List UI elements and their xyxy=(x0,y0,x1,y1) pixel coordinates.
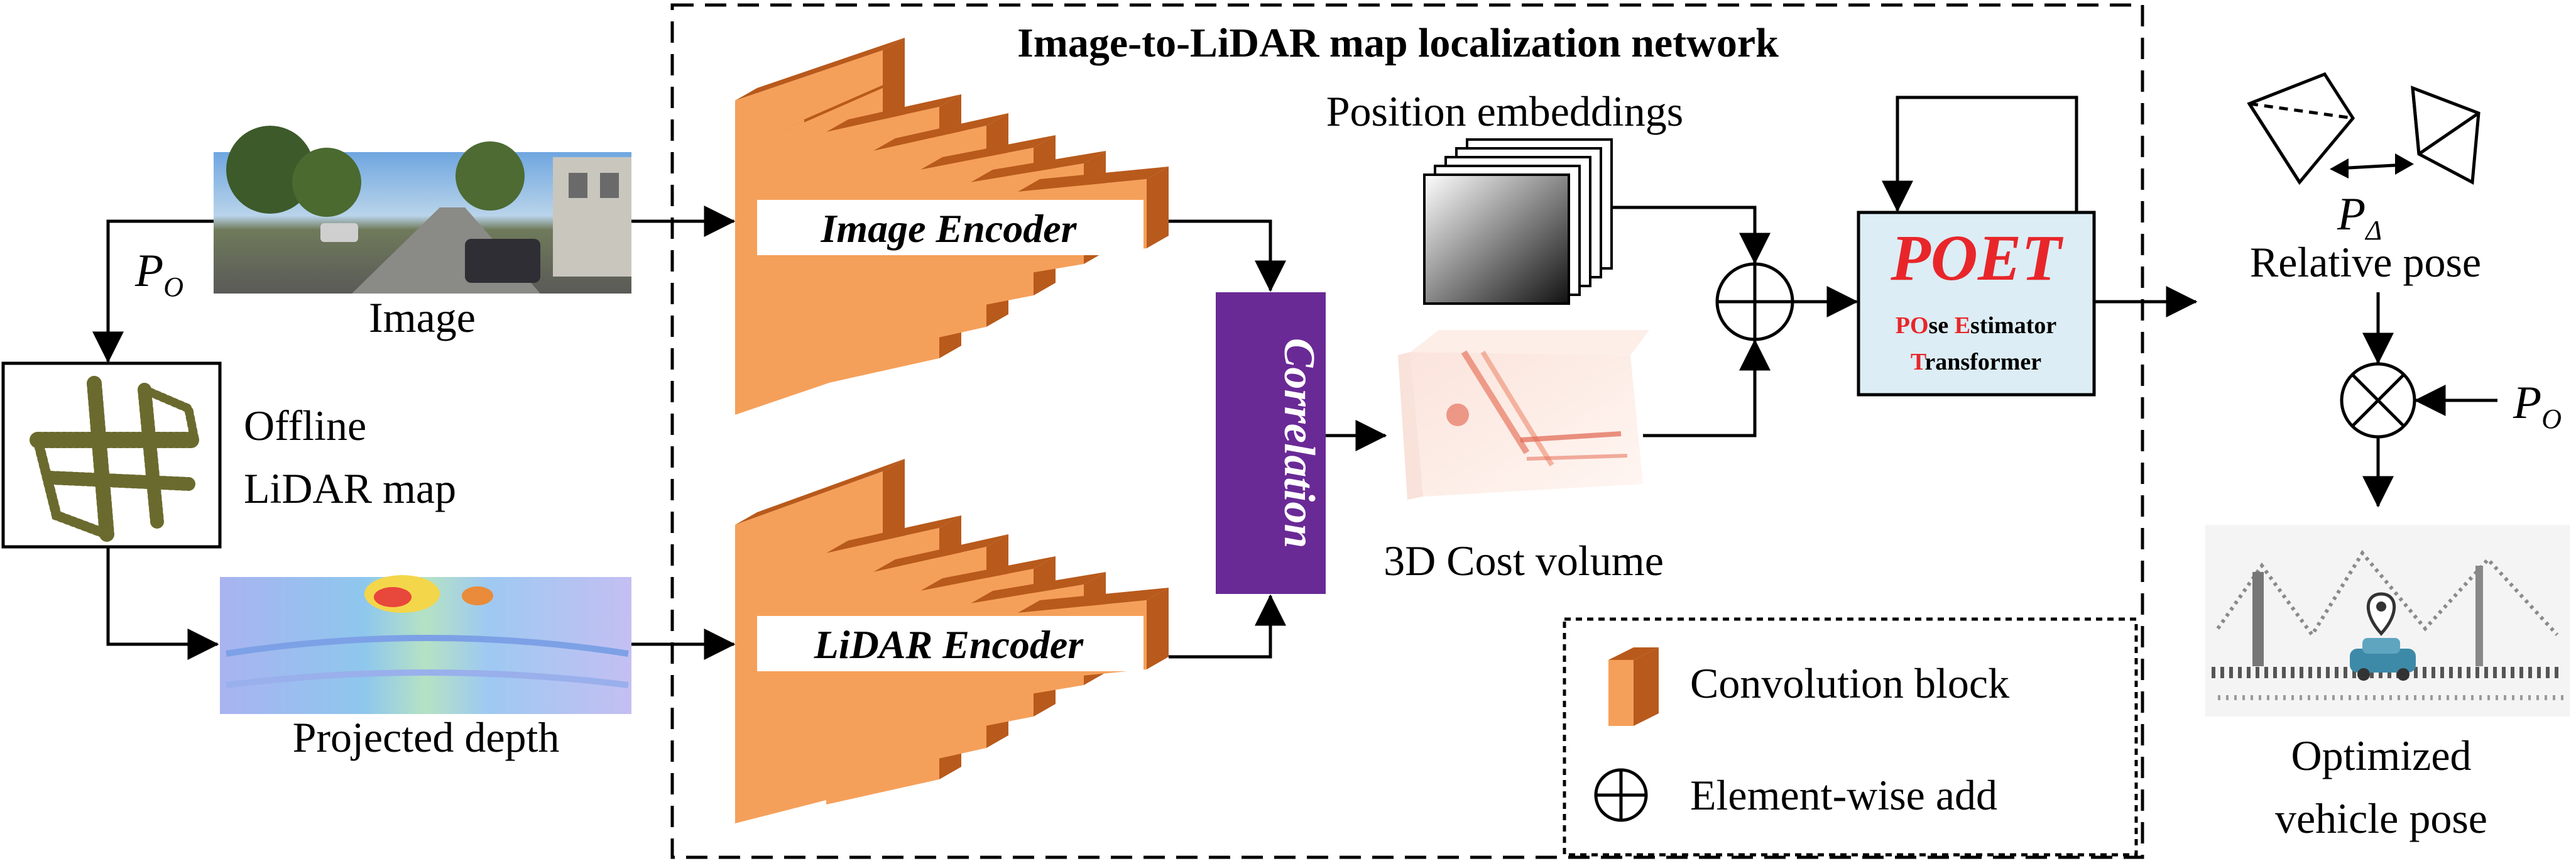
optimized-pose-label-line2: vehicle pose xyxy=(2275,794,2487,842)
cost-volume-label: 3D Cost volume xyxy=(1384,537,1664,585)
arrow-image-encoder-to-correlation xyxy=(1169,219,1286,292)
arrow-cost-volume-to-add xyxy=(1643,339,1771,437)
network-title: Image-to-LiDAR map localization network xyxy=(1017,20,1779,66)
arrow-image-to-map xyxy=(92,219,214,363)
cost-volume-cube xyxy=(1398,330,1649,500)
input-image-thumbnail xyxy=(214,126,631,294)
element-wise-add-node xyxy=(1715,262,1794,341)
element-wise-add-legend-icon xyxy=(1594,768,1648,822)
position-embeddings-label: Position embeddings xyxy=(1326,87,1684,135)
camera-frustum-icon-right xyxy=(2411,85,2480,185)
relative-transform-arrow xyxy=(2330,153,2414,179)
correlation-label: Correlation xyxy=(1275,338,1323,549)
arrow-map-to-depth xyxy=(106,547,219,660)
image-encoder-label: Image Encoder xyxy=(820,206,1077,251)
camera-frustum-icon-left xyxy=(2247,72,2355,185)
optimized-pose-label-line1: Optimized xyxy=(2291,732,2471,779)
poet-subtitle-line2: Transformer xyxy=(1911,349,2041,375)
arrow-lidar-encoder-to-correlation xyxy=(1169,594,1286,659)
projected-depth-label: Projected depth xyxy=(293,713,560,761)
image-encoder-label-bg xyxy=(757,200,1143,255)
legend-frame xyxy=(1563,617,2138,857)
conv-block xyxy=(782,75,905,396)
network-frame xyxy=(670,3,2144,859)
delta-pose-symbol: PΔ xyxy=(2337,189,2382,246)
offline-lidar-map-thumbnail xyxy=(30,376,203,542)
compose-pose-node xyxy=(2340,362,2416,439)
position-embeddings-stack xyxy=(1423,138,1613,305)
conv-block-legend-icon xyxy=(1608,647,1659,726)
input-image-label: Image xyxy=(369,294,476,341)
correlation-block xyxy=(1216,292,1326,594)
conv-block-legend-label: Convolution block xyxy=(1690,659,2009,707)
poet-title: POET xyxy=(1890,222,2063,294)
image-encoder-stack xyxy=(735,38,1169,415)
element-wise-add-legend-label: Element-wise add xyxy=(1690,771,1997,819)
arrow-embeddings-to-add xyxy=(1612,206,1771,265)
projected-depth-thumbnail xyxy=(220,575,631,714)
offline-lidar-map-label-line1: Offline xyxy=(244,402,366,449)
poet-block xyxy=(1857,211,2096,397)
optimized-pose-scene-thumbnail xyxy=(2205,525,2570,717)
arrow-poet-feedback-loop xyxy=(1882,96,2078,212)
lidar-encoder-label-bg xyxy=(757,616,1143,671)
poet-subtitle-line1: POse Estimator xyxy=(1896,312,2057,339)
offline-lidar-map-label-line2: LiDAR map xyxy=(244,464,456,512)
lidar-encoder-label: LiDAR Encoder xyxy=(814,622,1084,667)
relative-pose-label: Relative pose xyxy=(2250,238,2481,286)
initial-pose-symbol-right: PO xyxy=(2513,377,2562,434)
initial-pose-symbol: PO xyxy=(134,245,183,302)
